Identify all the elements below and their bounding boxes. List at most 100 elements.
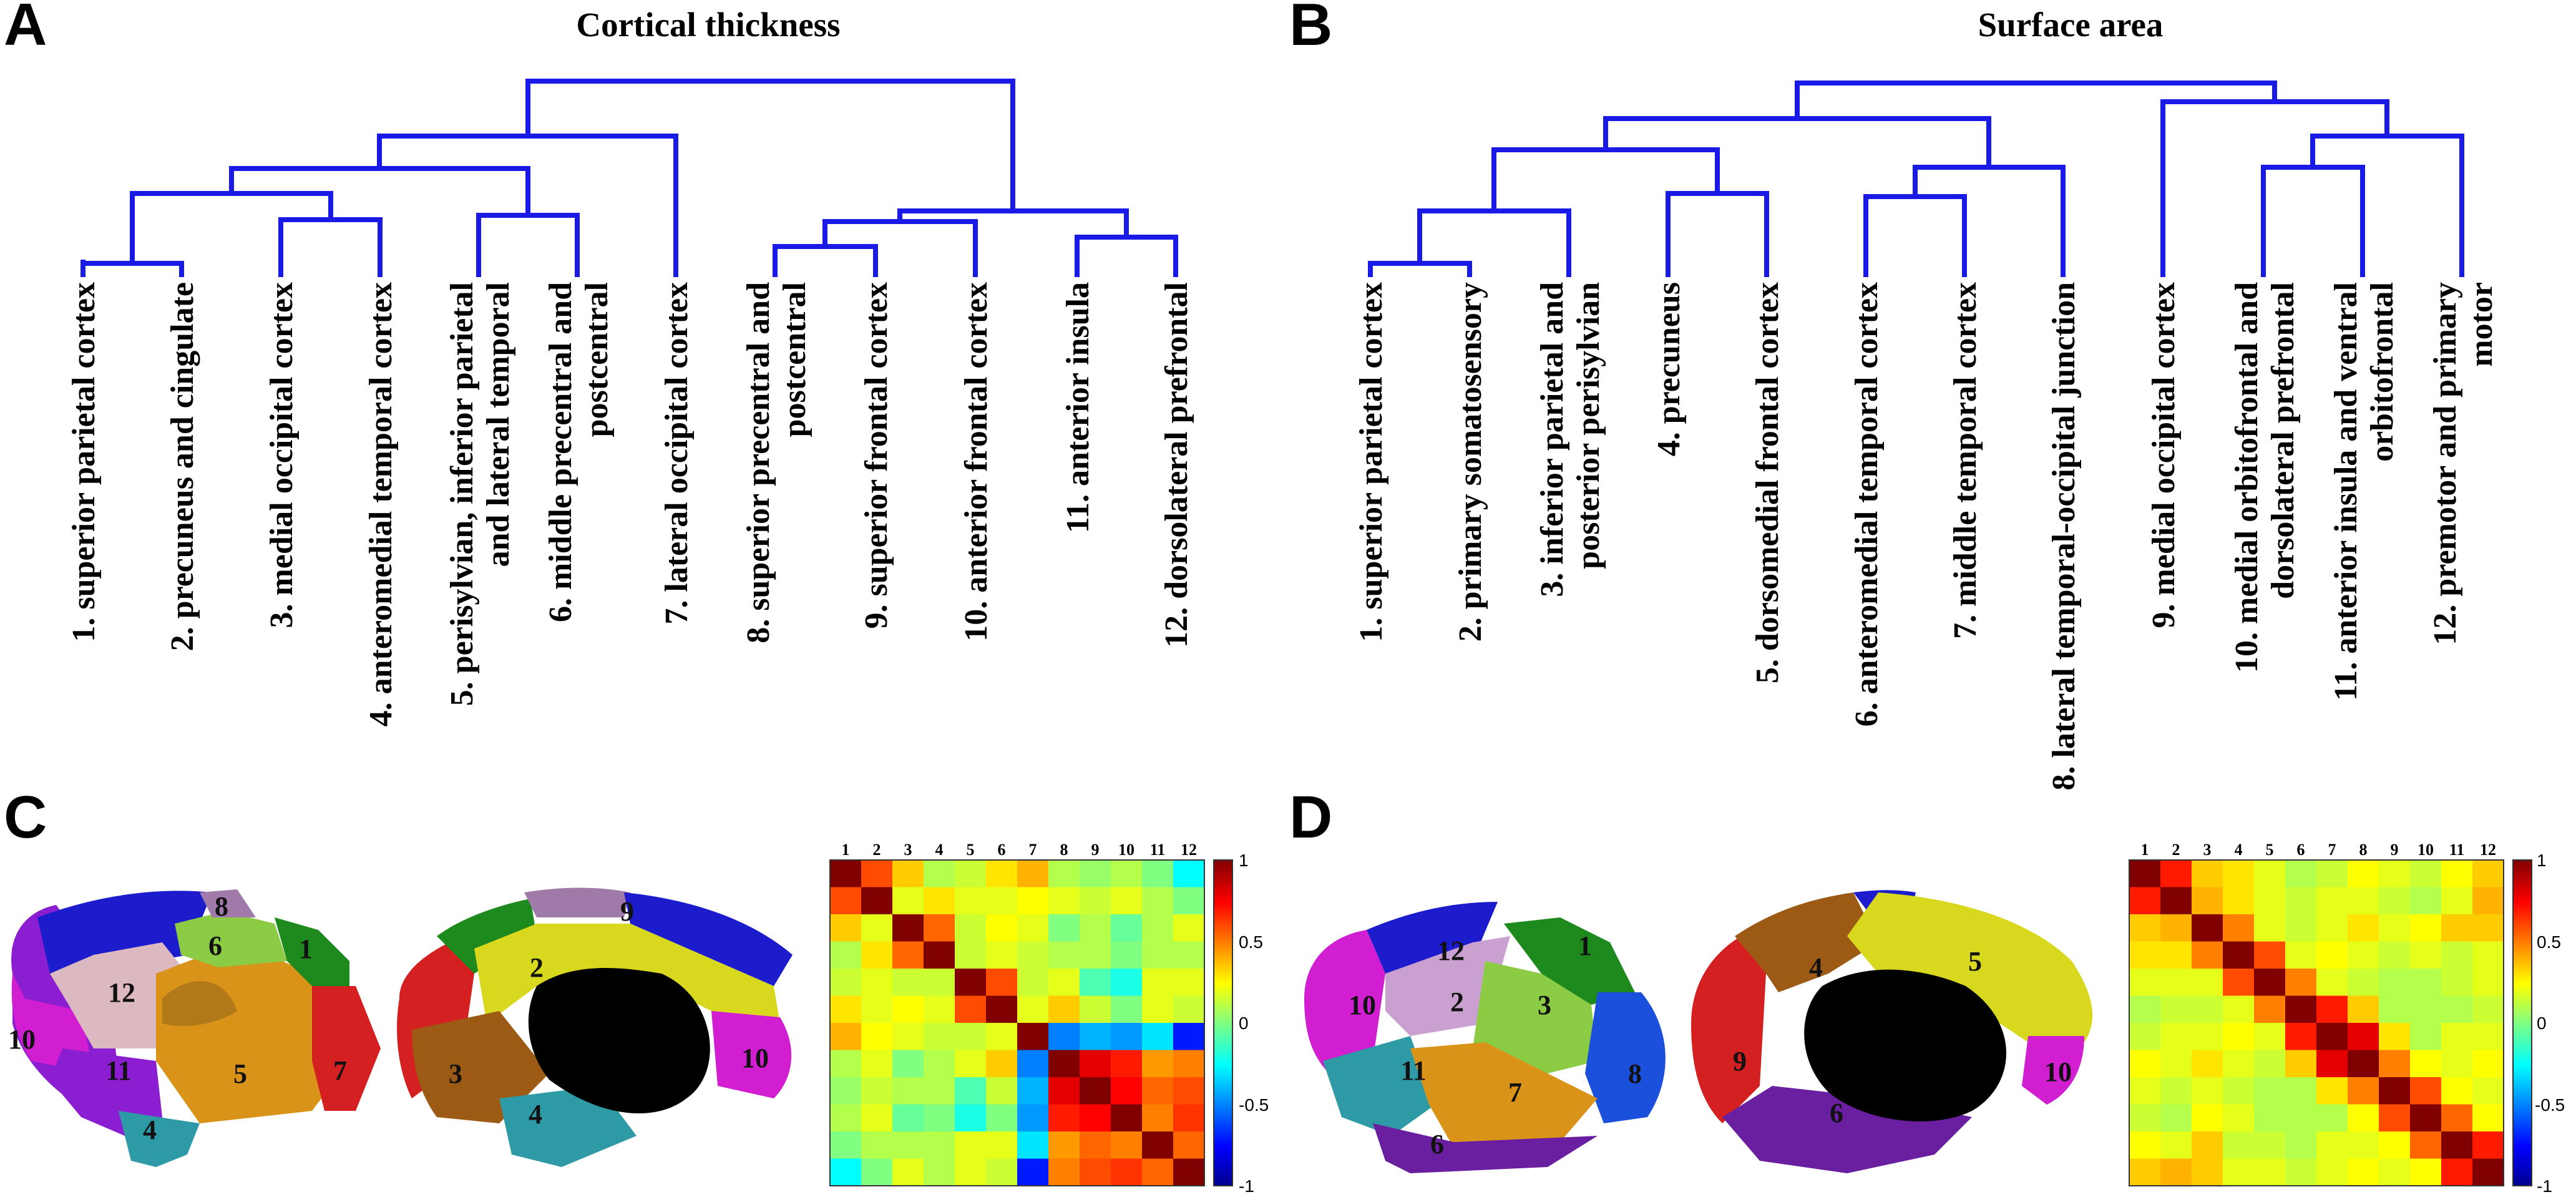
matrix-cell [861, 1050, 893, 1078]
matrix-cell [1142, 887, 1174, 915]
matrix-cell [2472, 941, 2504, 969]
leaf-label-a-9: 9. superior frontal cortex [859, 282, 894, 629]
matrix-cell [1173, 969, 1205, 997]
matrix-cell [2441, 1131, 2473, 1160]
matrix-cell [2441, 887, 2473, 915]
matrix-cell [2379, 860, 2411, 888]
matrix-cell [2316, 1050, 2348, 1078]
matrix-cell [2192, 914, 2223, 942]
matrix-cell [2285, 1104, 2317, 1132]
matrix-cell [861, 1158, 893, 1186]
brain-label-c-lat-6: 5 [233, 1058, 247, 1089]
matrix-cell [830, 1023, 862, 1051]
matrix-cell [1017, 1104, 1049, 1132]
matrix-cell [1142, 995, 1174, 1024]
matrix-cell [1173, 995, 1205, 1024]
matrix-cell [830, 995, 862, 1024]
matrix-cell [892, 1131, 924, 1160]
matrix-cell [1142, 1131, 1174, 1160]
matrix-cell [955, 860, 987, 888]
matrix-cell [1048, 995, 1080, 1024]
brain-label-d-lat-7: 8 [1628, 1058, 1642, 1089]
matrix-cell [1048, 1158, 1080, 1186]
matrix-cell [2192, 995, 2223, 1024]
matrix-cell [1080, 860, 1111, 888]
matrix-cell [2285, 995, 2317, 1024]
matrix-cell [2410, 1131, 2442, 1160]
matrix-cell [2316, 1077, 2348, 1105]
matrix-cell [2348, 1077, 2379, 1105]
leaf-label-b-4: 4. precuneus [1651, 282, 1687, 456]
brain-label-d-lat-1: 1 [1578, 931, 1592, 961]
matrix-cell [1111, 860, 1143, 888]
matrix-cell [2379, 1131, 2411, 1160]
brain-c-medial [397, 887, 793, 1167]
matrix-cell [830, 1131, 862, 1160]
leaf-label-a-10: 10. anterior frontal cortex [959, 282, 994, 642]
matrix-c-col-3: 3 [904, 841, 912, 859]
matrix-cell [2254, 860, 2286, 888]
matrix-cell [830, 1104, 862, 1132]
matrix-c-col-2: 2 [873, 841, 881, 859]
matrix-cell [2472, 969, 2504, 997]
matrix-cell [2410, 969, 2442, 997]
matrix-d-col-8: 8 [2359, 841, 2368, 859]
matrix-cell [2410, 941, 2442, 969]
matrix-cell [2410, 914, 2442, 942]
matrix-cell [955, 1077, 987, 1105]
matrix-cell [2441, 1158, 2473, 1186]
matrix-cell [861, 995, 893, 1024]
brain-label-d-lat-5: 11 [1400, 1055, 1427, 1086]
matrix-cell [2316, 941, 2348, 969]
matrix-cell [986, 1077, 1018, 1105]
matrix-cell [2254, 1131, 2286, 1160]
matrix-cell [2192, 1023, 2223, 1051]
matrix-d-col-9: 9 [2391, 841, 2399, 859]
matrix-cell [1173, 1104, 1205, 1132]
matrix-cell [2441, 1023, 2473, 1051]
matrix-cell [892, 1077, 924, 1105]
brain-label-d-lat-2: 10 [1349, 990, 1376, 1020]
matrix-cell [2410, 1077, 2442, 1105]
matrix-d-col-11: 11 [2449, 841, 2465, 859]
matrix-cell [2410, 860, 2442, 888]
matrix-c-col-7: 7 [1029, 841, 1037, 859]
brain-label-c-med-2: 3 [449, 1058, 462, 1089]
matrix-cell [2285, 1077, 2317, 1105]
matrix-cell [2316, 860, 2348, 888]
brain-label-d-med-3: 10 [2044, 1057, 2072, 1087]
matrix-cell [2129, 1158, 2161, 1186]
leaf-labels-b: 1. superior parietal cortex 2. primary s… [1354, 282, 2499, 791]
matrix-cell [2316, 1023, 2348, 1051]
matrix-cell [2129, 941, 2161, 969]
matrix-cell [2192, 941, 2223, 969]
matrix-cell [2254, 887, 2286, 915]
matrix-cell [955, 941, 987, 969]
matrix-cell [1080, 995, 1111, 1024]
matrix-cell [2254, 995, 2286, 1024]
matrix-cell [2223, 860, 2255, 888]
colorbar-d-bar [2512, 859, 2532, 1186]
brain-label-d-med-4: 6 [1830, 1098, 1843, 1128]
brain-c-lateral [11, 889, 381, 1167]
matrix-cell [2348, 995, 2379, 1024]
matrix-cell [2160, 1131, 2192, 1160]
brain-label-d-med-1: 5 [1968, 946, 1982, 977]
matrix-cell [2441, 1104, 2473, 1132]
matrix-cell [1017, 860, 1049, 888]
brain-label-c-med-0: 9 [620, 896, 634, 927]
brain-label-c-med-3: 10 [741, 1043, 769, 1073]
dendrogram-b [1368, 81, 2464, 277]
leaf-label-b-11: 11. anterior insula and ventralorbitofro… [2328, 282, 2400, 701]
matrix-cell [2348, 887, 2379, 915]
matrix-cell [2472, 887, 2504, 915]
matrix-cell [986, 941, 1018, 969]
matrix-cell [1080, 1158, 1111, 1186]
matrix-cell [1142, 969, 1174, 997]
matrix-cell [2348, 941, 2379, 969]
matrix-d-col-5: 5 [2266, 841, 2274, 859]
leaf-label-a-2: 2. precuneus and cingulate [165, 282, 200, 651]
brain-label-c-lat-1: 6 [208, 931, 222, 961]
matrix-cell [1142, 1077, 1174, 1105]
matrix-cell [2223, 1104, 2255, 1132]
